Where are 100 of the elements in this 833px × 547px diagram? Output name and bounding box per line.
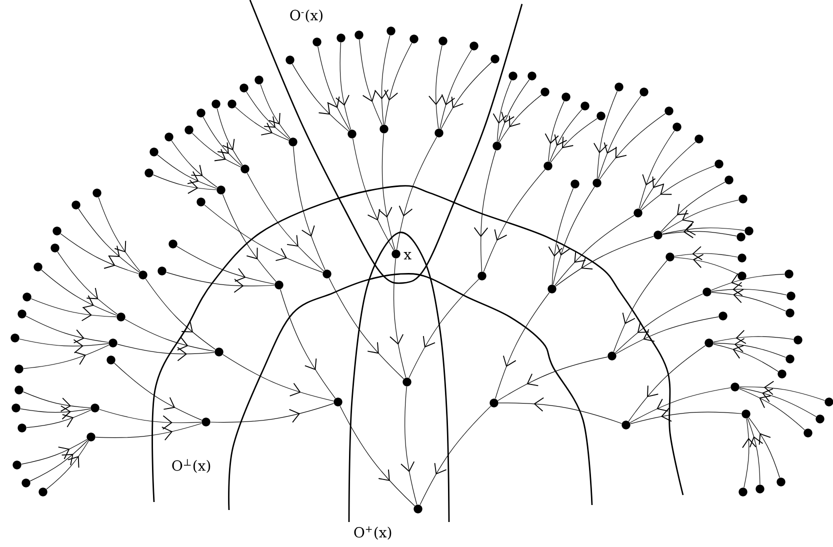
dot — [528, 72, 536, 80]
dot — [540, 88, 550, 96]
dot — [286, 56, 294, 64]
dot — [240, 84, 248, 92]
dot — [214, 348, 224, 356]
dot — [354, 30, 364, 40]
dot — [490, 54, 500, 64]
dot — [786, 308, 794, 318]
dot — [634, 208, 642, 218]
dot — [718, 312, 728, 320]
dot — [730, 382, 740, 392]
dot — [392, 250, 400, 258]
dot — [86, 432, 96, 442]
dot — [196, 108, 206, 118]
dot — [402, 378, 412, 386]
dot — [240, 164, 250, 174]
dot — [38, 488, 48, 496]
dot — [738, 272, 746, 280]
dot — [380, 124, 388, 134]
dot — [150, 148, 158, 156]
dot — [508, 72, 518, 80]
dot — [778, 370, 786, 378]
dot — [548, 284, 556, 294]
dot — [322, 270, 332, 278]
dot — [666, 252, 674, 262]
dot — [580, 102, 590, 110]
dot — [704, 338, 714, 348]
dot — [116, 312, 126, 322]
dot — [216, 186, 226, 194]
dot — [90, 404, 100, 412]
dot — [724, 176, 734, 184]
dot — [144, 168, 154, 178]
dot — [72, 200, 80, 210]
dot — [714, 160, 724, 168]
dot — [786, 354, 794, 364]
dot — [672, 122, 682, 132]
dot — [50, 244, 60, 252]
dot — [816, 414, 824, 424]
dot — [138, 270, 148, 280]
set-label: O$^{⊥}$(x) — [172, 459, 210, 473]
dot — [786, 292, 796, 300]
dot — [274, 280, 284, 290]
dot — [52, 226, 62, 236]
dot — [702, 288, 712, 296]
dot — [196, 198, 206, 206]
dot — [596, 112, 606, 120]
dot — [10, 334, 20, 342]
dot — [608, 352, 616, 360]
dot — [22, 292, 32, 302]
dot — [348, 130, 356, 138]
dot — [562, 92, 570, 102]
dot — [202, 418, 210, 426]
dot — [106, 356, 116, 364]
dot — [212, 100, 220, 108]
dot — [158, 266, 166, 276]
dot — [478, 272, 486, 280]
dot — [434, 128, 444, 138]
dot — [12, 460, 22, 470]
dot — [288, 138, 298, 146]
dot — [694, 134, 704, 144]
dot — [410, 34, 418, 44]
dot — [622, 420, 630, 430]
dot — [738, 194, 748, 204]
dot — [22, 478, 30, 488]
point-label: x — [404, 252, 412, 260]
dot — [654, 230, 662, 240]
dot — [614, 82, 624, 92]
dot — [228, 100, 236, 108]
dot — [664, 106, 674, 116]
dot — [108, 338, 118, 348]
dot — [18, 424, 26, 432]
dot — [736, 232, 746, 242]
dot — [336, 34, 346, 42]
dot — [14, 386, 24, 394]
dot — [784, 270, 794, 278]
dot — [184, 126, 194, 134]
dot — [470, 42, 478, 50]
dot — [738, 254, 746, 262]
dot — [334, 398, 342, 406]
dot — [92, 188, 102, 198]
dot — [386, 26, 396, 36]
dot — [490, 398, 498, 408]
set-label: O$^{-}$(x) — [290, 10, 322, 22]
dot — [794, 336, 802, 344]
dot — [492, 142, 502, 150]
dot — [570, 180, 580, 188]
dot — [14, 364, 24, 374]
dot — [738, 488, 748, 496]
dot — [756, 484, 764, 494]
dot — [12, 404, 20, 412]
dot — [592, 178, 602, 188]
dot — [312, 38, 322, 46]
dot — [18, 310, 26, 318]
dot — [168, 240, 178, 248]
dot — [742, 410, 750, 418]
dot — [804, 428, 812, 438]
set-label: O$^{+}$(x) — [354, 526, 392, 540]
dot — [164, 132, 174, 142]
dot — [438, 36, 448, 46]
dot — [776, 478, 786, 486]
